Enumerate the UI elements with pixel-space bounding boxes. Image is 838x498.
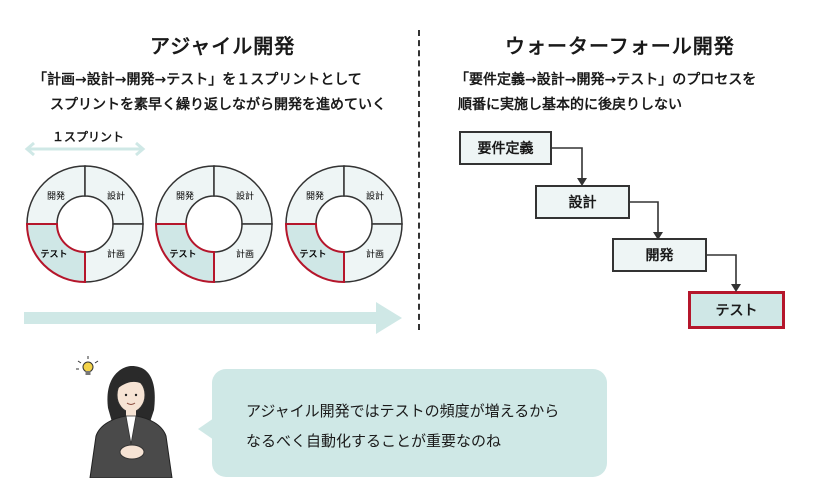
cycle-label-dev: 開発 [176, 190, 194, 202]
sprint-span-arrow [24, 141, 146, 157]
speech-bubble-tail [198, 418, 214, 440]
waterfall-description-line1: 「要件定義→設計→開発→テスト」のプロセスを [455, 72, 757, 88]
section-divider [418, 30, 420, 330]
cycle-label-plan: 計画 [236, 248, 254, 260]
cycle-diagram-2: 開発 設計 テスト 計画 [154, 165, 273, 284]
cycle-segment-design [213, 165, 273, 225]
cycle-label-test: テスト [299, 249, 326, 260]
cycle-segment-dev [26, 165, 86, 225]
sprint-label: １スプリント [52, 130, 125, 144]
cycle-segment-dev [285, 165, 345, 225]
cycle-label-design: 設計 [366, 190, 384, 202]
cycle-label-dev: 開発 [47, 190, 65, 202]
cycle-label-dev: 開発 [306, 190, 324, 202]
waterfall-step-requirements: 要件定義 [459, 131, 552, 165]
waterfall-step-test: テスト [688, 291, 785, 329]
waterfall-arrows [552, 147, 741, 292]
speech-line1: アジャイル開発ではテストの頻度が増えるから [246, 402, 560, 420]
speech-line2: なるべく自動化することが重要なのね [246, 432, 502, 450]
iteration-progress-arrow [24, 302, 402, 334]
waterfall-description-line2: 順番に実施し基本的に後戻りしない [458, 97, 682, 113]
cycle-segment-dev [155, 165, 215, 225]
agile-description-line2: スプリントを素早く繰り返しながら開発を進めていく [50, 97, 386, 113]
cycle-label-plan: 計画 [107, 248, 125, 260]
cycle-segment-test [154, 223, 215, 284]
cycle-segment-design [84, 165, 144, 225]
waterfall-title: ウォーターフォール開発 [505, 34, 735, 58]
speech-bubble [212, 369, 607, 477]
cycle-label-design: 設計 [236, 190, 254, 202]
cycle-segment-plan [84, 223, 144, 283]
cycle-label-design: 設計 [107, 190, 125, 202]
cycle-label-test: テスト [40, 249, 67, 260]
cycle-segment-plan [343, 223, 403, 283]
cycle-segment-test [25, 223, 86, 284]
woman-illustration [76, 356, 173, 478]
cycle-segment-plan [213, 223, 273, 283]
lightbulb-icon [76, 356, 99, 375]
cycle-diagram-3: 開発 設計 テスト 計画 [284, 165, 403, 284]
cycle-label-plan: 計画 [366, 248, 384, 260]
agile-title: アジャイル開発 [150, 34, 296, 58]
waterfall-step-design: 設計 [535, 185, 630, 219]
cycle-diagram-1: 開発 設計 テスト 計画 [25, 165, 144, 284]
agile-description-line1: 「計画→設計→開発→テスト」を１スプリントとして [33, 72, 362, 88]
cycle-label-test: テスト [169, 249, 196, 260]
cycle-segment-test [284, 223, 345, 284]
cycle-segment-design [343, 165, 403, 225]
waterfall-step-develop: 開発 [612, 238, 707, 272]
